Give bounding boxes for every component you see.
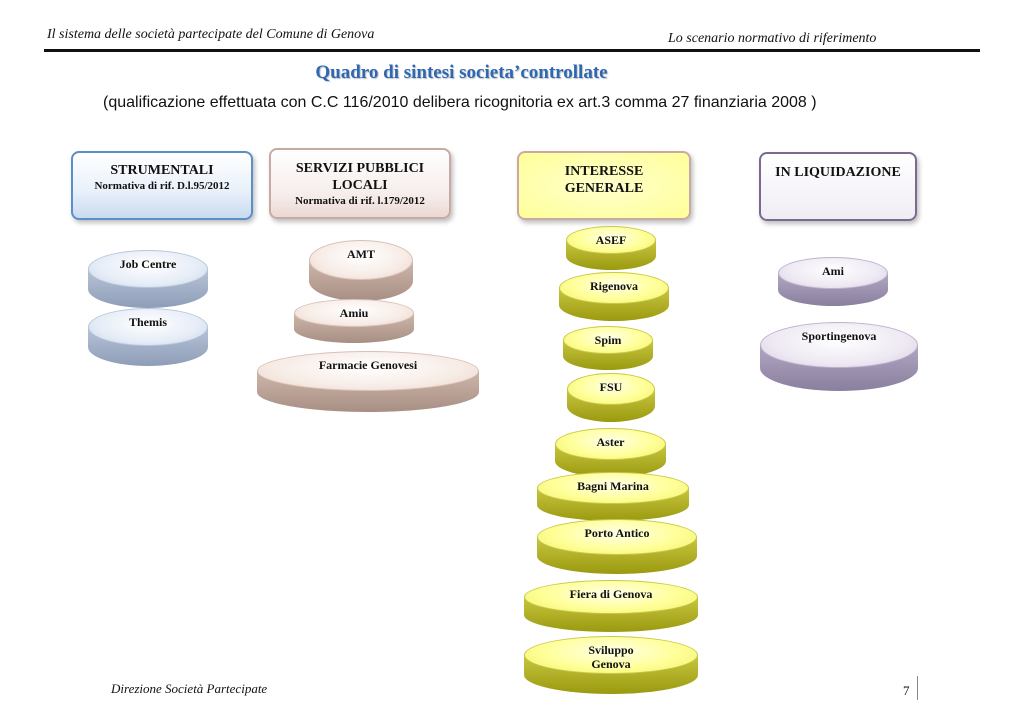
company-disc-top: [760, 322, 918, 368]
category-liquidazione: IN LIQUIDAZIONE: [759, 152, 917, 221]
company-name: ASEF: [595, 233, 627, 247]
category-servizi: SERVIZI PUBBLICI LOCALI Normativa di rif…: [269, 148, 451, 219]
footer-divider: [917, 676, 918, 700]
company-name: Aster: [596, 435, 625, 449]
company-disc: Job Centre: [88, 250, 208, 308]
company-name: Bagni Marina: [577, 479, 649, 493]
company-disc: Rigenova: [559, 272, 669, 321]
company-name: Fiera di Genova: [569, 587, 653, 601]
category-strumentali: STRUMENTALI Normativa di rif. D.l.95/201…: [71, 151, 253, 220]
company-name: Sviluppo Genova: [588, 643, 634, 671]
company-disc: Farmacie Genovesi: [257, 351, 479, 412]
header-left-text: Il sistema delle società partecipate del…: [47, 27, 375, 42]
company-disc: Bagni Marina: [537, 472, 689, 521]
company-disc: Fiera di Genova: [524, 580, 698, 632]
company-name: Sportingenova: [801, 329, 877, 343]
company-disc: Ami: [778, 257, 888, 306]
page-title-text: Quadro di sintesi societa’controllate: [315, 62, 608, 83]
company-disc: AMT: [309, 240, 413, 301]
company-disc-top: [537, 519, 697, 555]
page-number: 7: [903, 683, 910, 698]
company-disc: ASEF: [566, 226, 656, 270]
company-name: Job Centre: [119, 257, 177, 271]
company-disc-top: [555, 428, 666, 460]
category-servizi-subtitle: Normativa di rif. l.179/2012: [295, 195, 425, 207]
company-name: Rigenova: [590, 279, 638, 293]
header-rule: [44, 49, 980, 52]
company-disc-top: [88, 308, 208, 346]
company-disc: Amiu: [294, 299, 414, 343]
category-servizi-title: SERVIZI PUBBLICI LOCALI: [295, 161, 425, 193]
company-disc: FSU: [567, 373, 655, 422]
company-disc: Sviluppo Genova: [524, 636, 698, 694]
company-name: Ami: [822, 264, 844, 278]
page-subtitle: (qualificazione effettuata con C.C 116/2…: [103, 94, 817, 111]
company-disc-top: [566, 226, 656, 254]
company-disc: Themis: [88, 308, 208, 366]
company-disc: Spim: [563, 326, 653, 370]
company-disc-top: [563, 326, 653, 354]
category-interesse: INTERESSE GENERALE: [517, 151, 691, 220]
category-interesse-title: INTERESSE GENERALE: [564, 164, 644, 196]
company-name: AMT: [347, 247, 375, 261]
company-disc-top: [524, 636, 698, 674]
company-disc: Porto Antico: [537, 519, 697, 574]
company-disc-top: [88, 250, 208, 288]
company-name: Amiu: [339, 306, 369, 320]
company-disc-top: [294, 299, 414, 327]
company-disc-top: [524, 580, 698, 614]
category-strumentali-subtitle: Normativa di rif. D.l.95/2012: [94, 180, 230, 192]
category-strumentali-title: STRUMENTALI: [110, 163, 214, 178]
company-disc-top: [559, 272, 669, 304]
header-right-text: Lo scenario normativo di riferimento: [668, 31, 877, 46]
company-disc: Sportingenova: [760, 322, 918, 391]
page-title: Quadro di sintesi societa’controllate: [0, 62, 1023, 84]
company-name: Farmacie Genovesi: [318, 358, 418, 372]
footer-left-text: Direzione Società Partecipate: [111, 681, 268, 696]
category-liquidazione-title: IN LIQUIDAZIONE: [775, 165, 901, 180]
company-name: FSU: [599, 380, 623, 394]
company-disc: Aster: [555, 428, 666, 477]
company-name: Porto Antico: [584, 526, 650, 540]
company-name: Themis: [128, 315, 167, 329]
company-disc-top: [537, 472, 689, 504]
company-disc-top: [778, 257, 888, 289]
company-name: Spim: [594, 333, 622, 347]
company-disc-top: [257, 351, 479, 391]
company-disc-top: [567, 373, 655, 405]
company-disc-top: [309, 240, 413, 280]
